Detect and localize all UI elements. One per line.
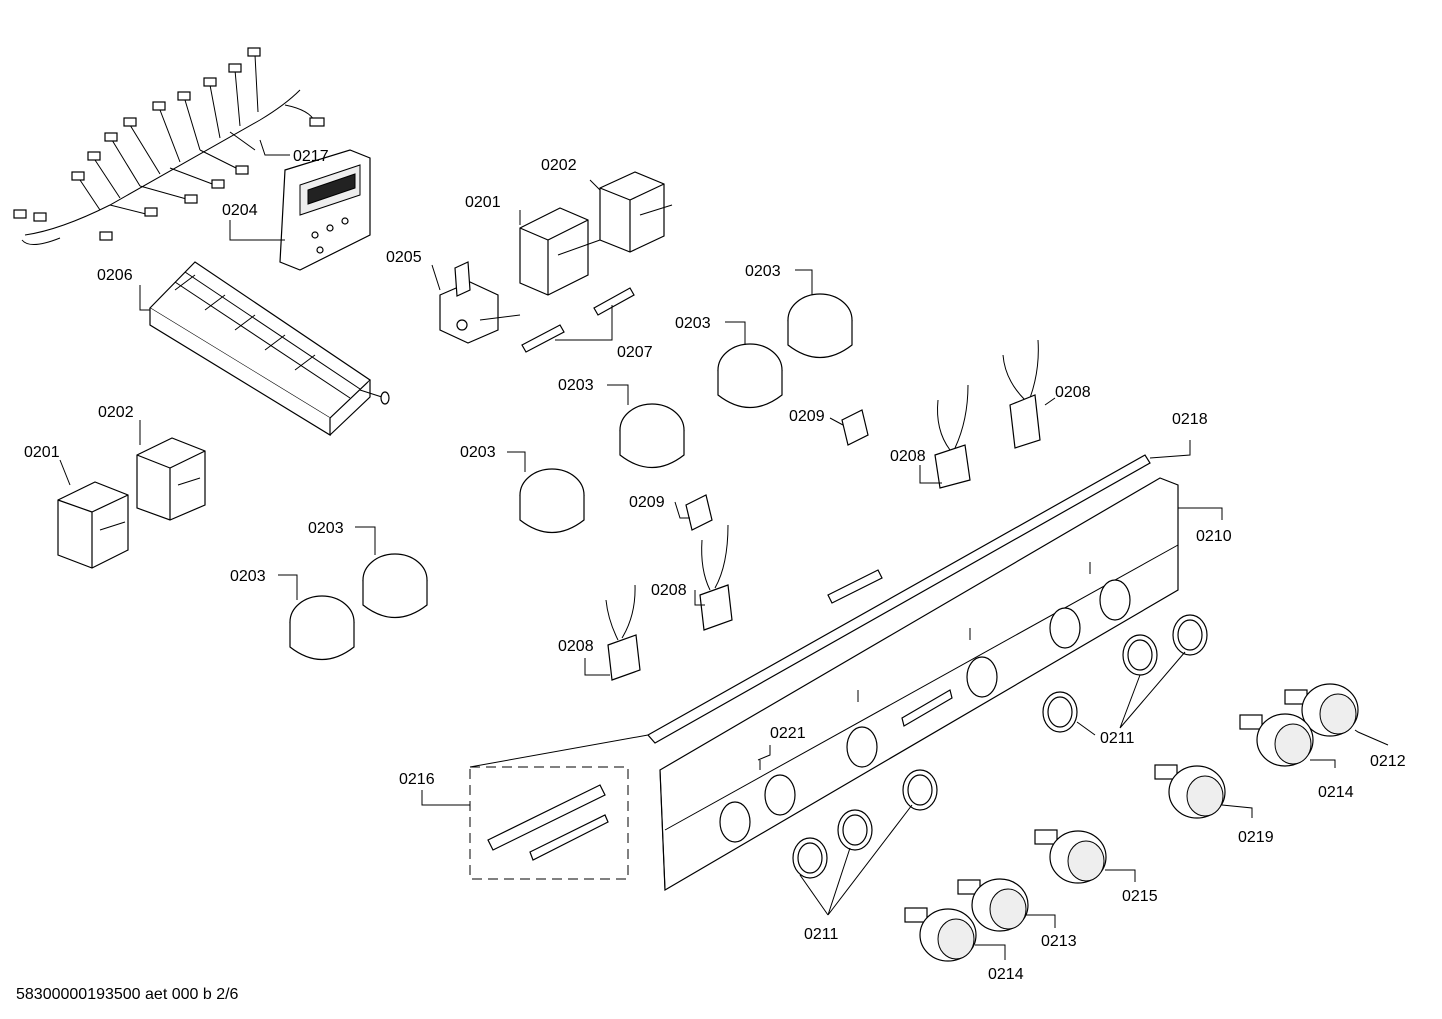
label-0208-a: 0208 xyxy=(1055,384,1091,401)
microswitches xyxy=(685,409,869,531)
leader-lines xyxy=(59,139,1389,960)
label-0212: 0212 xyxy=(1370,753,1406,770)
gas-valve xyxy=(439,261,521,344)
label-0211-bottom: 0211 xyxy=(804,926,839,943)
label-0203-a: 0203 xyxy=(745,263,781,280)
switch-left-0201 xyxy=(57,481,129,569)
knob-bezels xyxy=(792,614,1208,879)
label-0202-left: 0202 xyxy=(98,404,134,421)
label-0214-bottom: 0214 xyxy=(988,966,1024,983)
label-0203-e: 0203 xyxy=(308,520,344,537)
label-0211-right: 0211 xyxy=(1100,730,1135,747)
terminal-strips xyxy=(521,287,635,353)
label-0218: 0218 xyxy=(1172,411,1208,428)
label-0204: 0204 xyxy=(222,202,258,219)
selector-switch xyxy=(149,261,390,437)
label-0208-b: 0208 xyxy=(890,448,926,465)
label-0216: 0216 xyxy=(399,771,435,788)
label-0221: 0221 xyxy=(770,725,806,742)
label-0215: 0215 xyxy=(1122,888,1158,905)
label-0203-f: 0203 xyxy=(230,568,266,585)
label-0203-b: 0203 xyxy=(675,315,711,332)
ignition-switches xyxy=(605,339,1041,681)
seal-detail-box xyxy=(469,734,649,880)
control-knobs xyxy=(904,683,1359,962)
label-0209-b: 0209 xyxy=(629,494,665,511)
label-0207: 0207 xyxy=(617,344,653,361)
label-0202-top: 0202 xyxy=(541,157,577,174)
label-0210: 0210 xyxy=(1196,528,1232,545)
switch-top-0202 xyxy=(599,171,673,253)
label-0208-d: 0208 xyxy=(558,638,594,655)
label-0213: 0213 xyxy=(1041,933,1077,950)
part-labels: 0217 0204 0202 0201 0205 0206 0207 0203 … xyxy=(24,148,1406,983)
display-module xyxy=(279,149,371,271)
label-0203-d: 0203 xyxy=(460,444,496,461)
label-0217: 0217 xyxy=(293,148,329,165)
label-0206: 0206 xyxy=(97,267,133,284)
label-0214-right: 0214 xyxy=(1318,784,1354,801)
control-panel xyxy=(659,477,1179,892)
label-0219: 0219 xyxy=(1238,829,1274,846)
label-0201-left: 0201 xyxy=(24,444,60,461)
trim-strip xyxy=(647,454,1151,744)
wiring-harness xyxy=(13,47,325,245)
label-0203-c: 0203 xyxy=(558,377,594,394)
knob-sleeves xyxy=(289,293,853,660)
label-0205: 0205 xyxy=(386,249,422,266)
document-footer: 58300000193500 aet 000 b 2/6 xyxy=(16,986,239,1003)
label-0201-top: 0201 xyxy=(465,194,501,211)
label-0209-a: 0209 xyxy=(789,408,825,425)
label-0208-c: 0208 xyxy=(651,582,687,599)
switch-top-0201 xyxy=(519,207,601,296)
switch-left-0202 xyxy=(136,437,206,521)
